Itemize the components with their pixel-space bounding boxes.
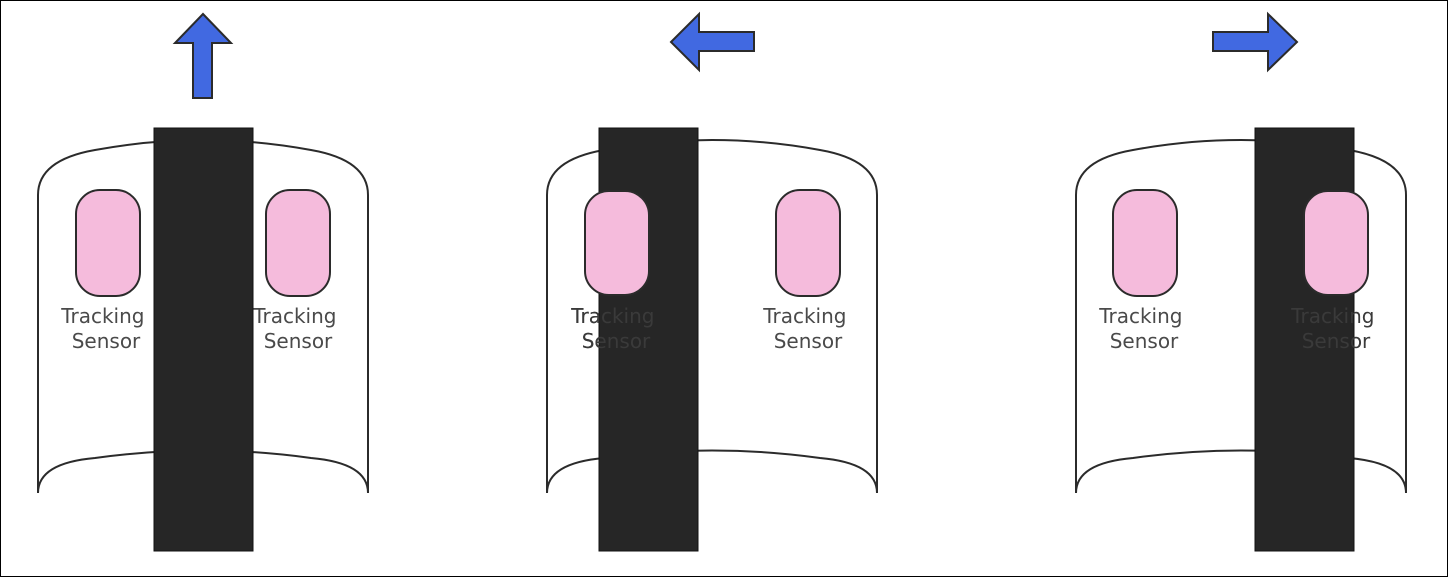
tracking-sensor xyxy=(75,189,141,297)
panel-turn-right: Tracking Sensor Tracking Sensor xyxy=(1075,11,1407,552)
panel-forward: Tracking Sensor Tracking Sensor xyxy=(37,12,369,552)
sensor-right: Tracking Sensor xyxy=(762,189,853,353)
sensor-label-over-track: Tracking Sensor xyxy=(570,304,661,353)
sensor-left: Tracking Sensor xyxy=(1098,189,1189,353)
black-track-line xyxy=(153,127,254,552)
arrow-right-icon xyxy=(1212,11,1299,73)
panel-turn-left: Tracking Sensor Tracking Sensor Tracking… xyxy=(546,11,878,552)
tracking-sensor xyxy=(584,190,650,296)
sensor-right: Tracking Sensor xyxy=(252,189,343,353)
sensor-left: Tracking Sensor xyxy=(60,189,151,353)
tracking-sensor xyxy=(1303,190,1369,296)
arrow-up-icon xyxy=(172,12,234,99)
tracking-sensor xyxy=(265,189,331,297)
tracking-sensor xyxy=(775,189,841,297)
arrow-left-icon xyxy=(669,11,755,73)
sensor-label: Tracking Sensor xyxy=(60,304,151,353)
sensor-label: Tracking Sensor xyxy=(1098,304,1189,353)
sensor-label: Tracking Sensor xyxy=(762,304,853,353)
sensor-label: Tracking Sensor xyxy=(252,304,343,353)
tracking-sensor xyxy=(1112,189,1178,297)
sensor-label-over-track: Tracking Sensor xyxy=(1290,304,1381,353)
